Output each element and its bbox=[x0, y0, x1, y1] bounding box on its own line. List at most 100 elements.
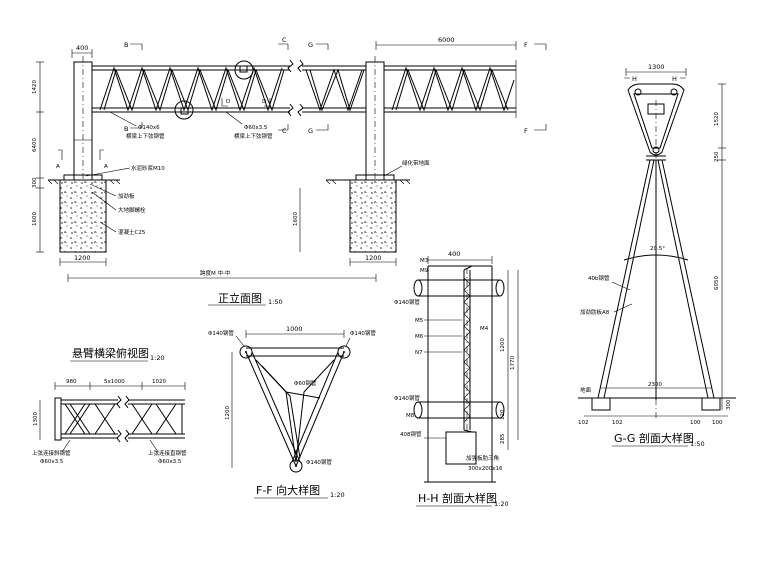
label-chord-upper: 横梁上下弦钢管 bbox=[234, 132, 273, 140]
elevation-left-dims: 1420 6400 300 1600 1600 bbox=[32, 61, 301, 253]
gg-title: G-G 剖面大样图 bbox=[614, 431, 694, 445]
gg-view: 1300 H H 20.5° 2300 1520 250 bbox=[578, 63, 736, 448]
dim-400: 400 bbox=[76, 44, 88, 52]
mark-d-right: D bbox=[262, 99, 266, 105]
elevation-span: 跨度M 中-中 bbox=[67, 269, 377, 282]
elevation-top-dims: 400 6000 bbox=[71, 36, 517, 58]
cantilever-label-left2: Φ60x3.5 bbox=[40, 459, 64, 465]
label-mortar: 水泥砂浆M10 bbox=[131, 164, 165, 172]
mark-f-bot: F bbox=[524, 127, 528, 135]
cantilever-label-right2: Φ60x3.5 bbox=[158, 459, 182, 465]
gg-scale: 1:50 bbox=[690, 440, 705, 448]
hh-dim-285: 285 bbox=[500, 433, 506, 444]
cantilever-dim-1300: 1300 bbox=[33, 412, 39, 426]
ff-label-tl: Φ140钢管 bbox=[208, 329, 234, 337]
dim-300: 300 bbox=[32, 177, 38, 188]
hh-mark-m3: M3 bbox=[420, 258, 429, 264]
right-column: 1200 绿化带地面 bbox=[325, 56, 430, 266]
hh-dim-120: 120 bbox=[500, 409, 506, 420]
gg-dim-250: 250 bbox=[714, 151, 720, 162]
elevation-view: 400 6000 1420 6400 300 1600 1600 bbox=[32, 36, 547, 306]
gg-dim-100-a: 100 bbox=[690, 420, 701, 426]
gg-dim-102-a: 102 bbox=[578, 420, 589, 426]
elevation-title: 正立面图 bbox=[218, 291, 262, 305]
left-foundation: 1200 bbox=[47, 179, 121, 266]
ff-dim-1000: 1000 bbox=[286, 325, 303, 333]
label-pipe-60: Φ60x3.5 bbox=[244, 125, 268, 131]
label-concrete: 混凝土C25 bbox=[118, 228, 146, 236]
truss-break bbox=[287, 59, 366, 117]
mark-g-bot: G bbox=[308, 127, 313, 135]
hh-mark-n7: N7 bbox=[415, 350, 423, 356]
dim-1600-left: 1600 bbox=[32, 212, 38, 226]
gg-dim-1300: 1300 bbox=[648, 63, 665, 71]
gg-label-pipe: 40b钢管 bbox=[588, 274, 610, 282]
dim-6000: 6000 bbox=[438, 36, 455, 44]
hh-label-bot-pipe: Φ140钢管 bbox=[394, 394, 420, 402]
hh-mark-m6: M6 bbox=[415, 334, 424, 340]
hh-label-plate: 加强板肋三角 bbox=[466, 454, 499, 462]
gg-dim-6050: 6050 bbox=[714, 276, 720, 290]
hh-view: 400 1200 1770 285 120 M3 M9 M5 M6 N7 bbox=[394, 250, 519, 508]
gg-dim-300: 300 bbox=[726, 399, 732, 410]
cantilever-scale: 1:20 bbox=[150, 354, 165, 362]
section-marks: B B C G C G F F D D bbox=[124, 36, 547, 135]
hh-scale: 1:20 bbox=[494, 500, 509, 508]
dim-6400: 6400 bbox=[32, 138, 38, 152]
gg-dim-1520: 1520 bbox=[714, 112, 720, 126]
ff-title: F-F 向大样图 bbox=[256, 483, 320, 497]
cantilever-dim-980: 980 bbox=[66, 379, 77, 385]
gg-dim-2300: 2300 bbox=[648, 382, 662, 388]
label-chord-lower: 横梁上下弦钢管 bbox=[126, 132, 165, 140]
hh-dim-1200: 1200 bbox=[500, 338, 506, 352]
dim-1600-right: 1600 bbox=[293, 212, 299, 226]
gg-angle: 20.5° bbox=[650, 246, 665, 252]
mark-f-top: F bbox=[524, 41, 528, 49]
mark-d-left: D bbox=[226, 99, 230, 105]
label-pipe-140: Φ140x6 bbox=[138, 125, 160, 131]
hh-label-top-pipe: Φ140钢管 bbox=[394, 298, 420, 306]
gg-mark-h-right: H bbox=[672, 75, 677, 83]
mark-g-top: G bbox=[308, 41, 313, 49]
elevation-scale: 1:50 bbox=[268, 298, 283, 306]
label-bolt: 大地脚螺栓 bbox=[118, 206, 146, 214]
elevation-pipe-labels: Φ140x6 横梁上下弦钢管 Φ60x3.5 横梁上下弦钢管 bbox=[109, 111, 273, 140]
gg-dim-100-b: 100 bbox=[712, 420, 723, 426]
foundation-leaders: 水泥砂浆M10 加劲板 大地脚螺栓 混凝土C25 bbox=[85, 164, 165, 236]
gg-label-ground: 地面 bbox=[580, 386, 592, 394]
dim-span: 跨度M 中-中 bbox=[200, 269, 230, 277]
hh-dim-1770: 1770 bbox=[510, 356, 516, 370]
cantilever-plan: 悬臂横梁俯视图 1:20 980 5x1000 1020 1300 上弦连接斜钢… bbox=[32, 346, 187, 465]
gg-mark-h-left: H bbox=[632, 75, 637, 83]
left-truss bbox=[92, 60, 290, 120]
ff-label-tr: Φ140钢管 bbox=[350, 329, 376, 337]
dim-1200-left: 1200 bbox=[74, 254, 91, 262]
hh-mark-m8: M8 bbox=[406, 413, 415, 419]
cantilever-title: 悬臂横梁俯视图 bbox=[72, 346, 149, 360]
right-truss bbox=[384, 60, 517, 118]
hh-mark-m5: M5 bbox=[415, 318, 424, 324]
ff-dim-1200: 1200 bbox=[225, 406, 231, 420]
mark-b-top: B bbox=[124, 41, 128, 49]
hh-title: H-H 剖面大样图 bbox=[418, 491, 497, 505]
gg-dim-102-b: 102 bbox=[612, 420, 623, 426]
mark-b-bot: B bbox=[124, 125, 128, 133]
dim-1420: 1420 bbox=[32, 80, 38, 94]
hh-mark-m4: M4 bbox=[480, 326, 489, 332]
mark-c-top: C bbox=[282, 36, 287, 44]
hh-mark-m9: M9 bbox=[420, 268, 429, 274]
cantilever-label-left1: 上弦连接斜钢管 bbox=[32, 449, 71, 457]
cantilever-dim-1020: 1020 bbox=[152, 379, 166, 385]
left-column: A A bbox=[56, 56, 108, 190]
label-stiffener: 加劲板 bbox=[118, 192, 135, 200]
mark-c-bot: C bbox=[282, 127, 287, 135]
cantilever-label-right1: 上弦连接直钢管 bbox=[148, 449, 187, 457]
cantilever-dim-5x1000: 5x1000 bbox=[104, 379, 125, 385]
hh-label-plate-size: 300x200x16 bbox=[468, 466, 503, 472]
gg-label-stiff: 加劲肋板A8 bbox=[580, 308, 610, 316]
hh-label-col-pipe: 408钢管 bbox=[400, 430, 422, 438]
ff-label-bot: Φ140钢管 bbox=[306, 458, 332, 466]
ff-label-mid: Φ60钢管 bbox=[294, 379, 317, 387]
section-a-left: A bbox=[56, 164, 60, 170]
